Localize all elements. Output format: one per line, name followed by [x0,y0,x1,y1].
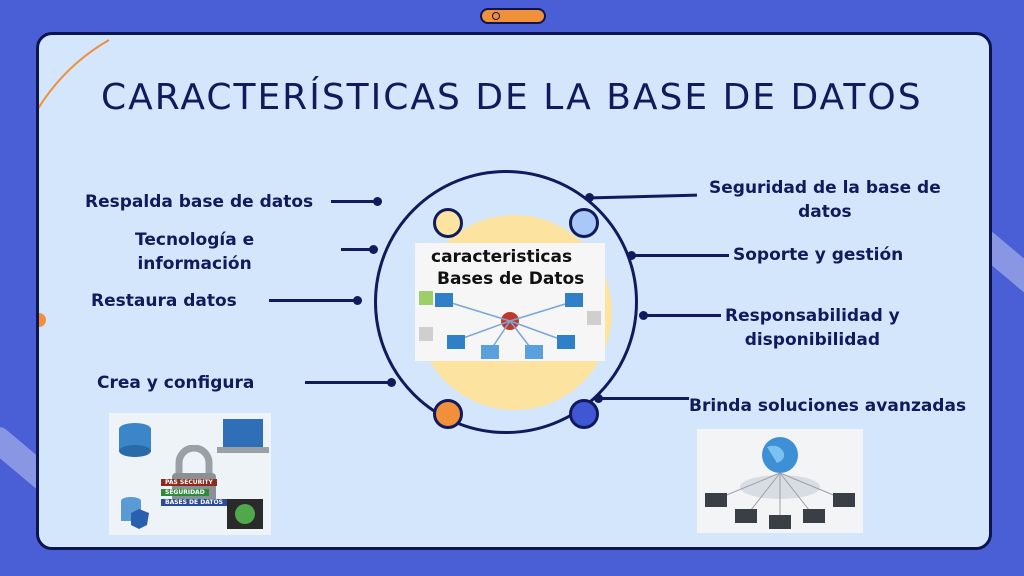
connector-line [269,299,357,302]
database-icon [119,423,151,457]
label-crea: Crea y configura [97,373,255,393]
center-ring [374,170,638,434]
connector-dot [594,394,603,403]
label-seguridad-line1: Seguridad de la base de [709,178,941,198]
network-globe-icon [705,437,855,529]
connector-dot [387,378,396,387]
connector-dot [369,245,378,254]
label-responsabilidad-line2: disponibilidad [744,330,881,350]
connector-dot [627,251,636,260]
connector-line [590,193,698,200]
label-seguridad: Seguridad de la base de datos [709,176,941,224]
network-diagram-icon [419,291,601,359]
ring-dot-orange [433,399,463,429]
center-image-subtitle: Bases de Datos [437,269,585,289]
globe-icon [227,499,263,529]
window-tab [480,8,546,24]
connector-dot [639,311,648,320]
security-image: PAS SECURITY SEGURIDAD BASES DE DATOS [109,413,271,535]
label-tecnologia-line1: Tecnología e [135,230,255,250]
label-seguridad-line2: datos [798,202,852,222]
shield-icon [121,497,149,529]
connector-line [331,200,376,203]
connector-line [633,254,729,257]
label-respalda: Respalda base de datos [85,192,314,212]
connector-line [599,397,689,400]
ring-dot-blue [569,399,599,429]
page-title: CARACTERÍSTICAS DE LA BASE DE DATOS [101,77,923,118]
security-tag-1: PAS SECURITY [161,479,217,486]
security-tag-2: SEGURIDAD [161,489,209,496]
ring-dot-yellow [433,208,463,238]
connector-dot [353,296,362,305]
orange-arc [39,39,110,327]
security-tag-3: BASES DE DATOS [161,499,227,506]
label-soporte: Soporte y gestión [733,245,904,265]
label-tecnologia-line2: información [137,254,252,274]
lock-icon [172,445,216,503]
label-responsabilidad: Responsabilidad y disponibilidad [725,304,900,352]
network-image [697,429,863,533]
label-tecnologia: Tecnología e información [135,228,254,276]
center-image: caracteristicas Bases de Datos [415,243,605,361]
label-brinda: Brinda soluciones avanzadas [689,396,967,416]
connector-line [341,248,373,251]
main-card: CARACTERÍSTICAS DE LA BASE DE DATOS cara… [36,32,992,550]
ring-dot-lightblue [569,208,599,238]
laptop-icon [217,419,269,453]
connector-line [645,314,721,317]
connector-dot [373,197,382,206]
label-restaura: Restaura datos [91,291,237,311]
center-image-title: caracteristicas [431,247,573,267]
label-responsabilidad-line1: Responsabilidad y [725,306,900,326]
connector-dot [585,193,594,202]
connector-line [305,381,391,384]
